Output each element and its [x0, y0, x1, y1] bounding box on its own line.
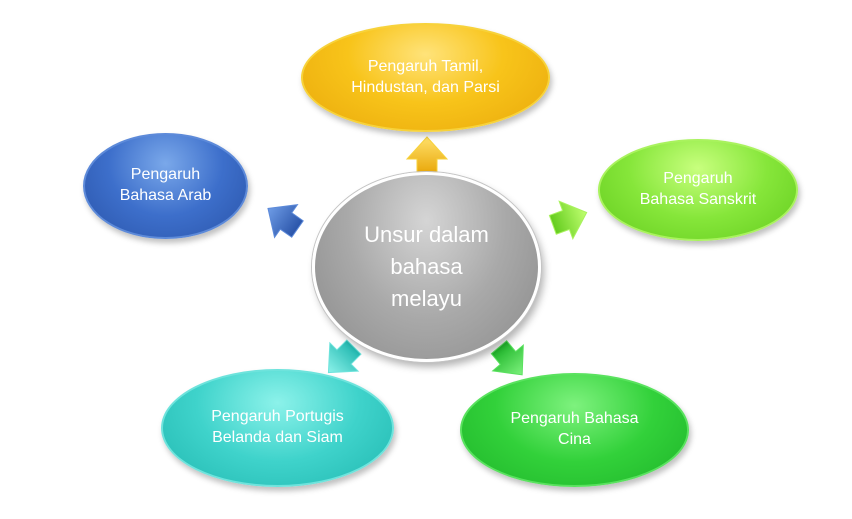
node-label: Pengaruh Tamil, Hindustan, dan Parsi: [351, 57, 500, 96]
node-pengaruh-arab: Pengaruh Bahasa Arab: [83, 133, 248, 239]
arrow-to-cina: [490, 340, 524, 376]
arrow-to-sanskrit: [548, 200, 588, 241]
node-pengaruh-cina: Pengaruh Bahasa Cina: [460, 373, 689, 487]
node-label: Pengaruh Bahasa Cina: [510, 410, 639, 448]
arrow-to-tamil: [405, 136, 449, 174]
node-label: Pengaruh Bahasa Sanskrit: [639, 170, 757, 208]
node-pengaruh-portugis: Pengaruh Portugis Belanda dan Siam: [161, 369, 394, 487]
center-node: Unsur dalam bahasa melayu: [312, 172, 541, 362]
center-label: Unsur dalam bahasa melayu: [364, 222, 489, 311]
node-pengaruh-tamil: Pengaruh Tamil, Hindustan, dan Parsi: [301, 23, 550, 132]
arrow-to-arab: [267, 203, 304, 239]
node-label: Pengaruh Portugis Belanda dan Siam: [211, 408, 344, 446]
arrow-to-portugis: [327, 339, 362, 374]
node-label: Pengaruh Bahasa Arab: [119, 166, 212, 204]
node-pengaruh-sanskrit: Pengaruh Bahasa Sanskrit: [598, 139, 798, 241]
